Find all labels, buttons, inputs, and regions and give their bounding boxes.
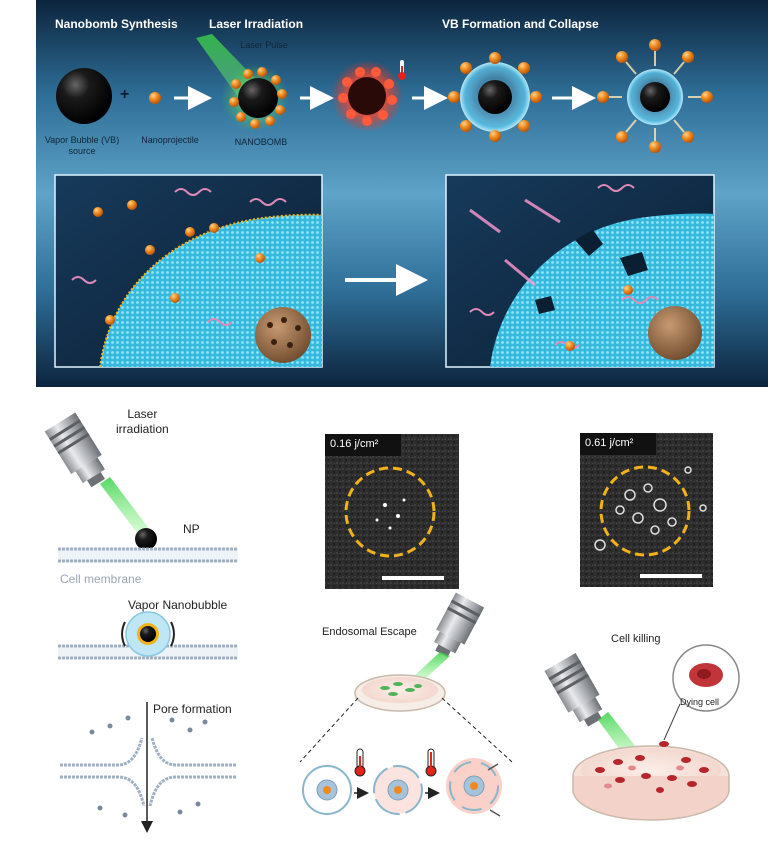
ring-marker [344, 466, 436, 558]
shockwave-arc [170, 621, 175, 647]
micrograph-low-fluence [325, 434, 459, 589]
zoom-line-right [441, 697, 513, 763]
plus-sign: + [120, 86, 130, 103]
thermometer-icon [425, 748, 437, 777]
bubble-signals-low [375, 498, 406, 530]
label-nanoprojectile: Nanoprojectile [141, 135, 199, 145]
membrane-pore [620, 252, 648, 276]
label-vapor-nanobubble: Vapor Nanobubble [128, 598, 228, 612]
nanoparticle [135, 528, 157, 550]
membrane-pore [575, 230, 603, 256]
bubble-signals-high [594, 466, 707, 551]
cell-membrane-1 [58, 547, 238, 563]
label-dying-cell: Dying cell [680, 697, 720, 707]
label-vb-source-line1: Vapor Bubble (VB) [44, 135, 120, 145]
thermometer-icon [398, 60, 406, 80]
nanobomb-projectiles [229, 67, 287, 129]
label-laser-line1: Laser [127, 407, 158, 421]
nucleus [648, 306, 702, 360]
nucleus [255, 307, 311, 363]
label-laser-irradiation: Laser irradiation [116, 407, 169, 437]
nanoprojectile-sphere [149, 92, 161, 104]
vb-core [478, 80, 512, 114]
header-vb-formation-collapse: VB Formation and Collapse [442, 17, 599, 31]
micrograph-high-fluence [580, 433, 713, 587]
microscope-objective-icon [44, 412, 105, 488]
pore-membrane-right [148, 737, 236, 807]
scale-bar [382, 576, 444, 580]
endosome-stage-1 [302, 765, 352, 815]
membrane-edge [99, 213, 323, 368]
nucleus-pores [267, 317, 301, 348]
label-pore-formation: Pore formation [153, 702, 232, 716]
fluence-label-high: 0.61 j/cm² [585, 437, 634, 449]
lipid-fragments [89, 715, 208, 818]
nanobubble-core [140, 626, 156, 642]
microscope-objective-icon [434, 592, 485, 658]
heated-nanobomb-core [348, 77, 386, 115]
projectiles-right-inset [565, 285, 633, 351]
laser-beam-2 [414, 652, 450, 680]
ejected-projectiles [608, 50, 702, 142]
projectile-trails [469, 198, 561, 287]
pore-membrane-left [60, 737, 146, 807]
scale-bar [640, 574, 702, 578]
fluence-label-box [580, 433, 656, 455]
label-vb-source: Vapor Bubble (VB) source [32, 135, 132, 157]
vapor-bubble-source-sphere [56, 68, 112, 124]
fluence-label-low: 0.16 j/cm² [330, 438, 379, 450]
petri-dish-icon [354, 674, 446, 712]
nanobomb-core [238, 78, 278, 118]
header-nanobomb-synthesis: Nanobomb Synthesis [55, 17, 178, 31]
rna-strands-left [71, 188, 287, 326]
projectiles-left-inset [93, 200, 265, 325]
heated-projectiles [338, 67, 397, 126]
petri-dish-icon [572, 741, 730, 821]
zoom-line-left [299, 697, 359, 763]
label-vb-source-line2: source [68, 146, 96, 156]
label-endosomal-escape: Endosomal Escape [322, 626, 417, 638]
label-laser-pulse: Laser Pulse [240, 40, 288, 50]
label-cell-killing: Cell killing [611, 633, 661, 645]
ring-marker [599, 465, 691, 557]
ejected-projectile-spheres [597, 39, 713, 153]
thermometer-icon [354, 748, 366, 777]
shockwave-arc [121, 621, 126, 647]
label-laser-line2: irradiation [116, 422, 169, 436]
microscope-objective-icon [544, 653, 603, 727]
label-cell-membrane: Cell membrane [60, 572, 142, 586]
label-nanobomb: NANOBOMB [234, 137, 288, 147]
vb-projectiles [448, 52, 542, 142]
label-np: NP [183, 522, 200, 536]
membrane-pore [535, 296, 555, 314]
header-laser-irradiation: Laser Irradiation [209, 17, 304, 31]
endosome-stage-3 [446, 758, 502, 817]
endosome-stage-2 [373, 765, 423, 815]
zoom-pointer [663, 703, 681, 741]
laser-beam-1 [100, 477, 150, 534]
dying-cell-nucleus [697, 669, 711, 679]
collapse-core [640, 82, 670, 112]
fluence-label-box [325, 434, 401, 456]
